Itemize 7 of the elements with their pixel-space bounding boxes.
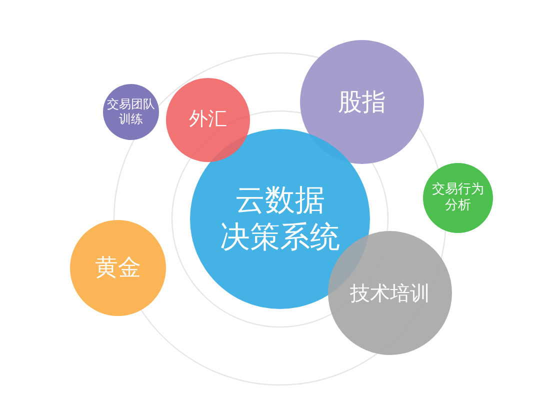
bubble-label: 技术培训 <box>349 280 431 306</box>
bubble-label: 股指 <box>336 87 387 117</box>
bubble-label: 交易团队训练 <box>106 97 156 127</box>
bubble-label: 黄金 <box>94 254 142 282</box>
bubble-label: 交易行为分析 <box>431 182 485 214</box>
bubble-label: 云数据决策系统 <box>219 182 341 256</box>
bubble-label: 外汇 <box>188 108 228 132</box>
